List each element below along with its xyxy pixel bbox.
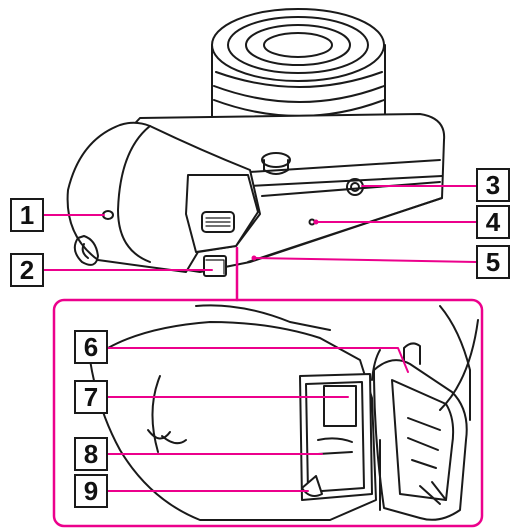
camera-grip	[66, 121, 261, 277]
callout-3: 3	[476, 168, 510, 202]
marker-4	[313, 219, 319, 225]
camera-bottom-view	[66, 8, 446, 277]
callout-7: 7	[74, 380, 108, 414]
callout-8: 8	[74, 437, 108, 471]
leader-line-5	[253, 257, 477, 263]
leader-line-6	[107, 347, 409, 373]
callout-1: 1	[10, 198, 44, 232]
callout-markers	[251, 219, 319, 261]
callout-6: 6	[74, 330, 108, 364]
callout-5: 5	[476, 245, 510, 279]
callout-4: 4	[476, 205, 510, 239]
battery-chamber-view	[89, 304, 479, 521]
inset-frame	[52, 298, 484, 528]
callout-2: 2	[10, 253, 44, 287]
callout-leader-lines	[43, 185, 477, 492]
callout-9: 9	[74, 474, 108, 508]
marker-5	[251, 255, 257, 261]
